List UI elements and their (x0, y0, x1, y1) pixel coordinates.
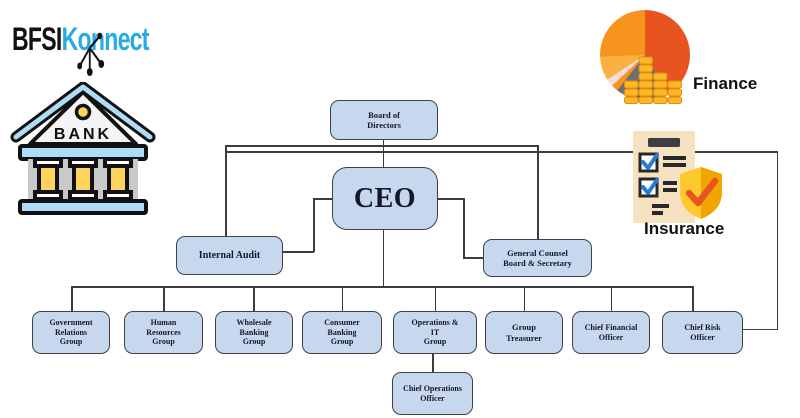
connector-line (692, 286, 694, 311)
bfsi-konnect-logo: BFSIKonnect (12, 16, 212, 76)
coin-stacks-icon (624, 56, 682, 104)
org-box-board-of-directors: Board of Directors (330, 100, 438, 140)
connector-line (610, 286, 612, 311)
connector-line (463, 257, 484, 259)
org-box-label: Group (423, 337, 447, 347)
connector-line (71, 286, 693, 288)
org-box-label: Treasurer (506, 332, 542, 343)
org-box-label: Banking (327, 327, 357, 337)
org-box-label: Chief Risk (684, 323, 721, 332)
org-box-government-relations-group: Government Relations Group (32, 311, 110, 354)
connector-line (225, 151, 778, 153)
org-box-label: Officer (420, 393, 445, 403)
org-box-wholesale-banking-group: Wholesale Banking Group (215, 311, 293, 354)
org-box-ceo: CEO (332, 167, 438, 230)
org-box-chief-risk-officer: Chief Risk Officer (662, 311, 743, 354)
connector-line (313, 198, 315, 252)
org-box-label: Officer (690, 332, 715, 342)
connector-line (463, 198, 465, 258)
connector-line (382, 229, 384, 287)
org-box-label: General Counsel (507, 247, 568, 258)
org-box-group-treasurer: Group Treasurer (485, 311, 563, 354)
org-box-operations-it-group: Operations & IT Group (393, 311, 477, 354)
org-box-label: Internal Audit (198, 249, 261, 261)
org-box-label: Resources (146, 327, 181, 337)
connector-line (253, 286, 255, 311)
org-box-label: Government (49, 318, 93, 328)
connector-line (432, 354, 434, 372)
org-box-general-counsel: General Counsel Board & Secretary (483, 239, 592, 277)
org-box-label: Group (242, 337, 266, 347)
org-box-label: Group (512, 322, 536, 332)
org-box-label: Officer (598, 332, 624, 342)
org-box-label: Human (150, 318, 177, 328)
connector-line (341, 286, 343, 311)
insurance-label: Insurance (644, 219, 725, 238)
org-box-label: Board & Secretary (503, 258, 572, 268)
connector-line (436, 198, 463, 200)
connector-line (434, 286, 436, 311)
org-box-label: Operations & (411, 318, 459, 328)
logo-text-blue: Konnect (61, 21, 150, 57)
connector-line (776, 151, 778, 330)
connector-line (225, 145, 227, 236)
bank-icon: BANK (10, 82, 156, 215)
bank-icon-label: BANK (54, 126, 112, 143)
org-box-label: Relations (55, 327, 87, 337)
org-box-chief-operations-officer: Chief Operations Officer (392, 372, 473, 415)
org-box-label: Board of (368, 109, 400, 120)
org-box-label: Wholesale (236, 318, 272, 328)
org-box-label: Group (330, 337, 354, 347)
org-box-label: Group (152, 337, 175, 347)
connector-line (523, 286, 525, 311)
connector-line (163, 286, 165, 311)
connector-line (282, 251, 314, 253)
org-box-consumer-banking-group: Consumer Banking Group (302, 311, 382, 354)
org-box-label: Group (59, 337, 83, 347)
org-box-label: CEO (353, 182, 417, 214)
org-box-label: IT (430, 327, 440, 337)
insurance-checklist-icon (633, 131, 695, 223)
org-box-label: Chief Operations (403, 384, 462, 393)
connector-line (537, 145, 539, 240)
org-box-label: Consumer (324, 318, 360, 328)
connector-line (313, 198, 333, 200)
org-box-chief-financial-officer: Chief Financial Officer (572, 311, 650, 354)
org-box-label: Chief Financial (584, 323, 638, 332)
org-box-human-resources-group: Human Resources Group (124, 311, 203, 354)
logo-text-black: BFSI (12, 21, 62, 57)
network-molecule-icon (77, 32, 105, 76)
connector-line (225, 145, 538, 147)
connector-line (743, 328, 778, 330)
org-box-internal-audit: Internal Audit (176, 236, 283, 275)
insurance-shield-icon (680, 167, 722, 219)
connector-line (382, 140, 384, 167)
finance-label: Finance (693, 74, 758, 93)
org-box-label: Directors (367, 120, 401, 130)
connector-line (71, 286, 73, 311)
org-box-label: Banking (239, 327, 269, 337)
